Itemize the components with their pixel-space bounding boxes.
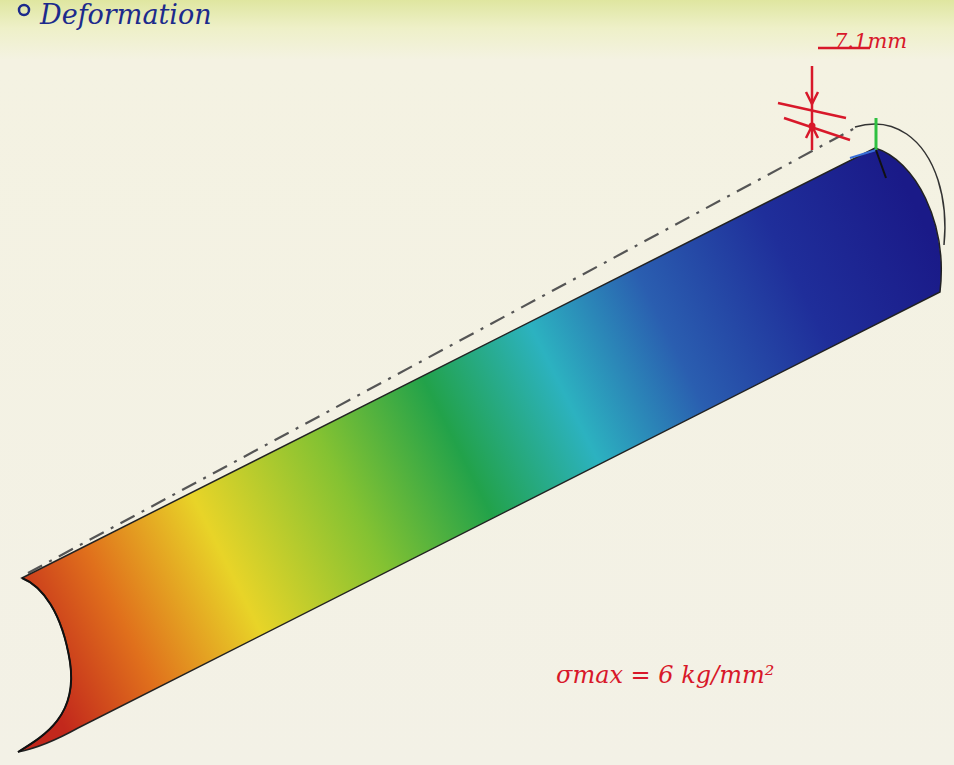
axis-z (850, 150, 876, 158)
deformed-trough (18, 148, 941, 752)
max-stress-note: σmax = 6 kg/mm² (556, 662, 774, 688)
dimension-label: 7.1mm (834, 30, 907, 53)
axis-y (875, 118, 878, 150)
dimension-point (809, 123, 816, 130)
trough-open-end (18, 578, 71, 752)
bullet-mark (19, 5, 29, 15)
axis-x (876, 150, 886, 178)
displacement-dimension (778, 48, 870, 150)
page-title: Deformation (40, 0, 212, 30)
